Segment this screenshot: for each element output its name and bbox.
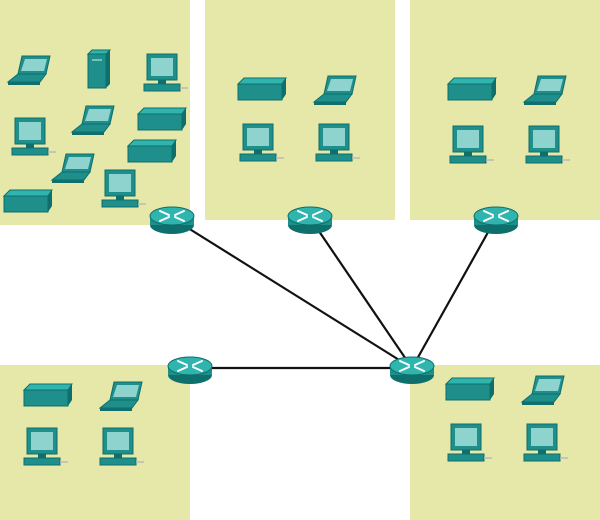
- laptop-icon: [520, 375, 565, 405]
- switch-icon: [236, 77, 287, 101]
- router-bottom-left-icon: [167, 356, 213, 384]
- desktop-pc-icon: [23, 427, 68, 466]
- link-router-top-middle-to-router-core: [309, 217, 413, 369]
- desktop-pc-icon: [449, 125, 494, 164]
- router-top-right-icon: [473, 206, 519, 234]
- router-core-icon: [389, 356, 435, 384]
- desktop-pc-icon: [99, 427, 144, 466]
- desktop-pc-icon: [523, 423, 568, 462]
- server-tower-icon: [86, 49, 112, 89]
- router-top-middle-icon: [287, 206, 333, 234]
- desktop-pc-icon: [525, 125, 570, 164]
- desktop-pc-icon: [11, 117, 56, 156]
- laptop-icon: [522, 75, 567, 105]
- desktop-pc-icon: [239, 123, 284, 162]
- desktop-pc-icon: [143, 53, 188, 92]
- link-router-top-left-to-router-core: [171, 217, 413, 369]
- end-devices: [2, 49, 570, 466]
- switch-icon: [2, 189, 53, 213]
- switch-icon: [22, 383, 73, 407]
- laptop-icon: [98, 381, 143, 411]
- laptop-icon: [50, 153, 95, 183]
- desktop-pc-icon: [447, 423, 492, 462]
- lan-bottom-right-zone: [410, 365, 600, 520]
- routers: [149, 206, 519, 384]
- laptop-icon: [312, 75, 357, 105]
- laptop-icon: [6, 55, 51, 85]
- router-top-left-icon: [149, 206, 195, 234]
- desktop-pc-icon: [101, 169, 146, 208]
- switch-icon: [444, 377, 495, 401]
- wan-links: [171, 217, 497, 370]
- lan-top-middle-zone: [205, 0, 395, 220]
- switch-icon: [126, 139, 177, 163]
- switch-icon: [136, 107, 187, 131]
- switch-icon: [446, 77, 497, 101]
- link-router-top-right-to-router-core: [411, 217, 497, 369]
- lan-top-right-zone: [410, 0, 600, 220]
- desktop-pc-icon: [315, 123, 360, 162]
- laptop-icon: [70, 105, 115, 135]
